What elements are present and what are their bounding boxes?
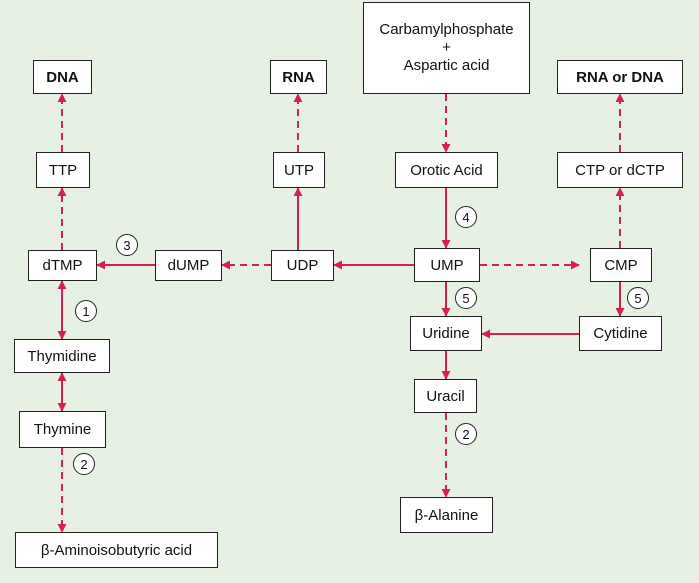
node-dump: dUMP (155, 250, 222, 281)
node-rna: RNA (270, 60, 327, 94)
step-marker-5-cmp: 5 (627, 287, 649, 309)
node-udp: UDP (271, 250, 334, 281)
step-marker-5-ump: 5 (455, 287, 477, 309)
step-marker-3: 3 (116, 234, 138, 256)
step-marker-2-uracil: 2 (455, 423, 477, 445)
node-rna-or-dna: RNA or DNA (557, 60, 683, 94)
node-ttp: TTP (36, 152, 90, 188)
node-cmp: CMP (590, 248, 652, 282)
node-carbamylphosphate-aspartic-acid: Carbamylphosphate + Aspartic acid (363, 2, 530, 94)
node-beta-alanine: β-Alanine (400, 497, 493, 533)
node-uridine: Uridine (410, 316, 482, 351)
node-dtmp: dTMP (28, 250, 97, 281)
node-ctp-or-dctp: CTP or dCTP (557, 152, 683, 188)
carbamylphosphate-label: Carbamylphosphate (379, 21, 514, 38)
node-ump: UMP (414, 248, 480, 282)
step-marker-4: 4 (455, 206, 477, 228)
node-cytidine: Cytidine (579, 316, 662, 351)
step-marker-1: 1 (75, 300, 97, 322)
step-marker-2-thymine: 2 (73, 453, 95, 475)
node-dna: DNA (33, 60, 92, 94)
aspartic-acid-label: Aspartic acid (403, 57, 490, 74)
node-utp: UTP (273, 152, 325, 188)
node-thymidine: Thymidine (14, 339, 110, 373)
node-orotic-acid: Orotic Acid (395, 152, 498, 188)
node-uracil: Uracil (414, 379, 477, 413)
node-beta-aminoisobutyric-acid: β-Aminoisobutyric acid (15, 532, 218, 568)
node-thymine: Thymine (19, 411, 106, 448)
plus-label: + (442, 39, 451, 56)
